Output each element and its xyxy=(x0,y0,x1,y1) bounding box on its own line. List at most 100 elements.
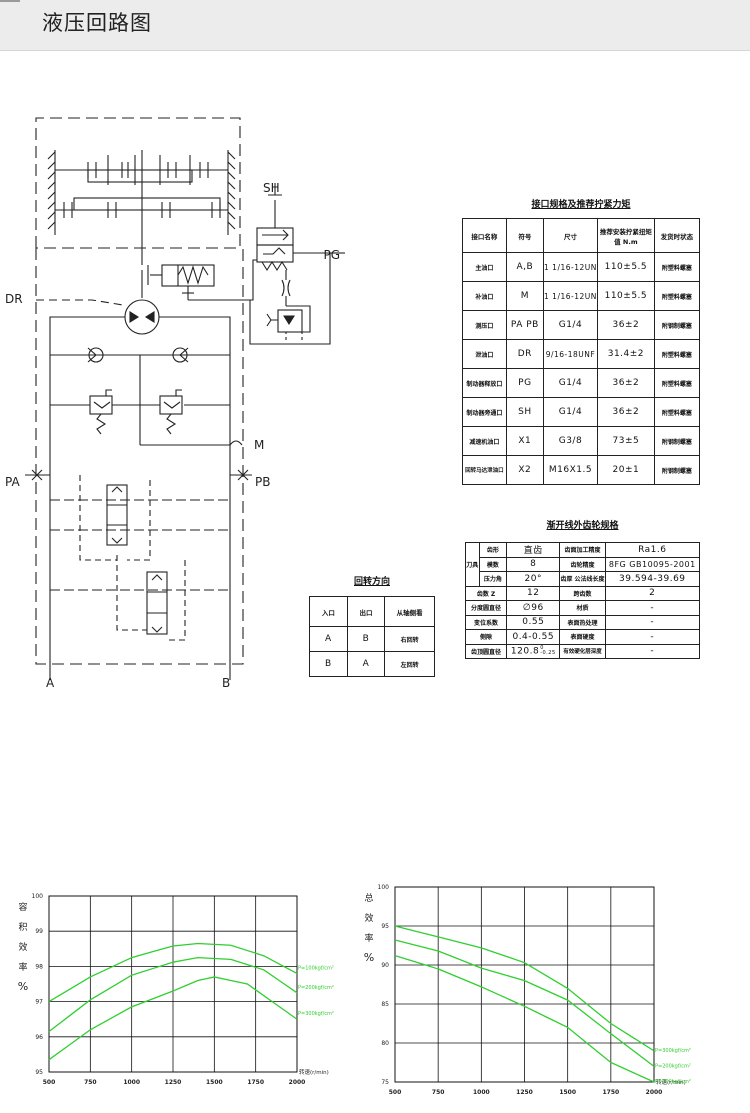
table-cell: 附钢制螺塞 xyxy=(653,426,701,456)
table-cell: PA PB xyxy=(505,310,545,340)
table-cell: 73±5 xyxy=(596,426,655,456)
rotation-header: 从轴侧看 xyxy=(384,596,435,627)
table-cell: 36±2 xyxy=(596,397,655,427)
series-label: P=200kgf/cm² xyxy=(298,985,334,991)
table-row: 减速机油口 X1 G3/8 73±5 附钢制螺塞 xyxy=(462,426,701,456)
port-table: 接口名称 符号 尺寸 推荐安装拧紧扭矩值 N.m 发货时状态 主油口 A,B 1… xyxy=(462,218,701,485)
page-title: 液压回路图 xyxy=(42,11,152,35)
table-cell: 39.594-39.69 xyxy=(604,571,701,587)
table-cell: 36±2 xyxy=(596,310,655,340)
x-tick-label: 1000 xyxy=(123,1079,140,1086)
table-cell: 有效硬化层深度 xyxy=(559,643,606,659)
y-axis-label-char: 总 xyxy=(364,892,373,904)
table-cell: - xyxy=(604,600,701,616)
table-cell: X2 xyxy=(505,455,545,485)
gear-table-caption: 渐开线外齿轮规格 xyxy=(546,521,619,531)
y-tick-label: 96 xyxy=(35,1034,43,1041)
x-tick-label: 1500 xyxy=(206,1079,223,1086)
table-cell: 20° xyxy=(506,571,561,587)
y-tick-label: 97 xyxy=(35,999,43,1006)
table-row: 泄油口 DR 9/16-18UNF 31.4±2 附塑料螺塞 xyxy=(462,339,701,369)
table-cell: G1/4 xyxy=(543,397,598,427)
table-cell: M16X1.5 xyxy=(543,455,598,485)
table-cell: ∅96 xyxy=(506,600,561,616)
hydraulic-circuit-diagram: SH PG DR M PA PB A B xyxy=(5,117,345,690)
table-row: 齿数 Z 12 跨齿数 2 xyxy=(464,585,701,601)
label-dr: DR xyxy=(5,292,23,306)
table-cell: SH xyxy=(505,397,545,427)
label-m: M xyxy=(254,438,264,452)
test-ports xyxy=(25,469,252,481)
table-cell: 110±5.5 xyxy=(596,252,655,282)
table-cell: 制动器释放口 xyxy=(462,368,507,398)
table-cell: 附钢制螺塞 xyxy=(653,310,701,340)
x-tick-label: 1750 xyxy=(602,1089,619,1096)
series-label: P=200kgf/cm² xyxy=(655,1063,691,1069)
table-cell: 直齿 xyxy=(506,542,561,558)
table-cell: 附钢制螺塞 xyxy=(653,455,701,485)
table-cell: 右回转 xyxy=(384,626,435,652)
table-row: A B 右回转 xyxy=(309,626,435,652)
series-label: P=300kgf/cm² xyxy=(298,1011,334,1017)
y-tick-label: 95 xyxy=(35,1069,43,1076)
table-row: 刀具 齿形 直齿 齿面加工精度 Ra1.6 xyxy=(465,542,701,587)
table-row: 测压口 PA PB G1/4 36±2 附钢制螺塞 xyxy=(462,310,701,340)
table-cell: PG xyxy=(505,368,545,398)
table-cell: 附塑料螺塞 xyxy=(653,252,701,282)
series-line xyxy=(48,956,298,1033)
x-tick-label: 500 xyxy=(43,1079,56,1086)
table-cell: 0.55 xyxy=(506,614,561,630)
table-cell: 侧隙 xyxy=(464,629,508,645)
table-cell: B xyxy=(309,651,348,677)
table-cell: 变位系数 xyxy=(464,614,508,630)
table-cell: 8 xyxy=(506,556,561,572)
y-tick-label: 100 xyxy=(378,884,390,891)
x-tick-label: 1500 xyxy=(559,1089,576,1096)
table-cell: 齿轮精度 xyxy=(559,556,606,572)
table-cell: DR xyxy=(505,339,545,369)
x-axis-label: 转速(r/min) xyxy=(299,1068,329,1076)
table-row: B A 左回转 xyxy=(309,651,435,677)
y-axis-label-char: 效 xyxy=(18,941,27,953)
label-pb: PB xyxy=(255,475,270,489)
table-row: 制动器旁通口 SH G1/4 36±2 附塑料螺塞 xyxy=(462,397,701,427)
x-tick-label: 500 xyxy=(389,1089,402,1096)
port-header: 接口名称 xyxy=(462,218,507,253)
relief-valves xyxy=(50,389,243,446)
y-tick-label: 100 xyxy=(32,893,44,900)
brake-valve-circuit xyxy=(188,183,331,345)
table-cell: 齿数 Z xyxy=(464,585,508,601)
port-header: 推荐安装拧紧扭矩值 N.m xyxy=(596,218,655,253)
tip-diameter-value: 120.8 xyxy=(510,646,540,657)
table-cell: 制动器旁通口 xyxy=(462,397,507,427)
y-axis-label-char: 率 xyxy=(364,932,373,944)
table-cell: 补油口 xyxy=(462,281,507,311)
x-tick-label: 1000 xyxy=(473,1089,490,1096)
series-line xyxy=(394,925,655,1052)
shuttle-valve-2 xyxy=(50,555,230,641)
shuttle-valve-1 xyxy=(50,475,230,561)
table-cell: 模数 xyxy=(478,556,508,572)
table-row: 齿顶圆直径 120.80-0.25 有效硬化层深度 - xyxy=(464,643,701,659)
port-header: 尺寸 xyxy=(543,218,598,253)
table-cell: 减速机油口 xyxy=(462,426,507,456)
table-cell: 跨齿数 xyxy=(559,585,606,601)
table-row: 分度圆直径 ∅96 材质 - xyxy=(464,600,701,616)
table-cell: 表面硬度 xyxy=(559,629,606,645)
table-cell: G1/4 xyxy=(543,310,598,340)
table-cell: 9/16-18UNF xyxy=(543,339,598,369)
table-row: 回转马达泄油口 X2 M16X1.5 20±1 附钢制螺塞 xyxy=(462,455,701,485)
drain-line xyxy=(36,299,124,306)
table-cell: X1 xyxy=(505,426,545,456)
group-label-tooth-thickness: 齿厚 xyxy=(560,576,573,584)
label-b: B xyxy=(222,676,230,690)
label-sh: SH xyxy=(263,181,280,195)
x-tick-label: 1250 xyxy=(516,1089,533,1096)
gearbox-symbol xyxy=(47,150,236,265)
table-cell: 附塑料螺塞 xyxy=(653,339,701,369)
table-cell: 110±5.5 xyxy=(596,281,655,311)
table-cell: 测压口 xyxy=(462,310,507,340)
table-cell: 齿顶圆直径 xyxy=(464,643,508,659)
check-valves xyxy=(50,347,230,445)
